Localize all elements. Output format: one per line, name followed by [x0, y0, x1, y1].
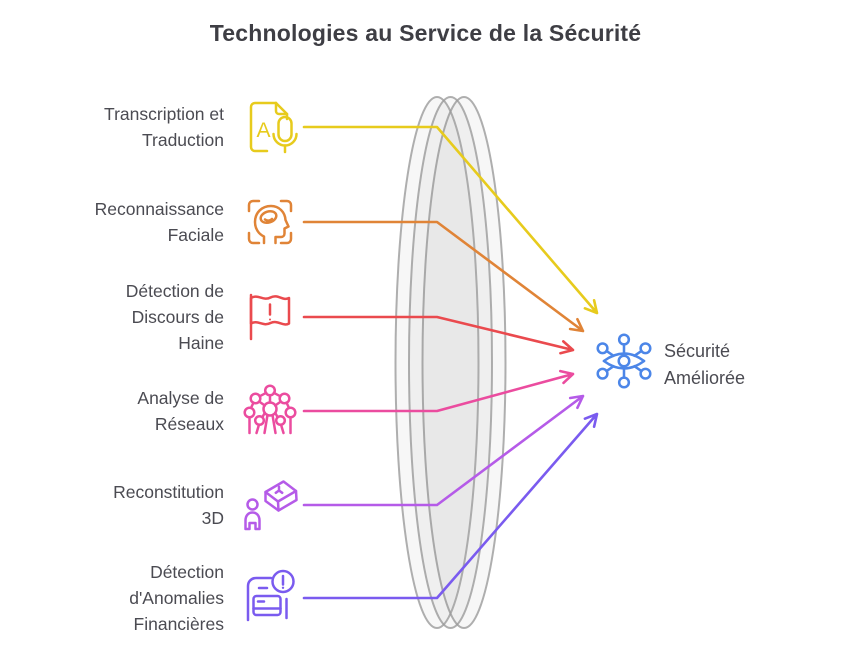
- item-label-line: Discours de: [131, 307, 224, 327]
- connector-arrow-hate-speech: [302, 315, 575, 355]
- transcription-translation-icon: A: [249, 101, 298, 154]
- item-label-line: Reconstitution: [113, 482, 224, 502]
- item-row-network-analysis: Analyse de Réseaux: [20, 361, 304, 461]
- item-row-3d-reconstruction: Reconstitution 3D: [20, 455, 304, 555]
- item-label-line: Faciale: [167, 225, 224, 245]
- svg-text:A: A: [257, 119, 271, 142]
- item-label-line: Réseaux: [154, 414, 224, 434]
- connector-arrow-facial: [302, 220, 585, 333]
- item-row-facial-recognition: Reconnaissance Faciale: [20, 172, 304, 272]
- item-label-line: Reconnaissance: [94, 199, 224, 219]
- item-label-line: Détection: [150, 562, 224, 582]
- connector-arrow-transcription: [302, 125, 599, 315]
- item-label-line: 3D: [201, 508, 224, 528]
- connector-arrow-financial: [302, 412, 599, 600]
- 3d-reconstruction-icon: [244, 480, 298, 531]
- result-label-line: Améliorée: [664, 368, 746, 388]
- connector-arrow-network: [302, 369, 575, 413]
- item-label-line: Détection de: [125, 281, 224, 301]
- diagram-title: Technologies au Service de la Sécurité: [209, 20, 642, 46]
- item-label-line: Haine: [178, 333, 224, 353]
- hate-speech-flag-icon: [249, 293, 291, 341]
- connector-arrow-3d: [302, 394, 585, 507]
- item-label-line: Analyse de: [137, 388, 224, 408]
- item-label-line: Traduction: [141, 130, 224, 150]
- result-label-line: Sécurité: [664, 341, 731, 361]
- surveillance-network-icon: [596, 333, 652, 389]
- item-label-line: Financières: [133, 614, 224, 634]
- network-analysis-icon: [243, 384, 297, 435]
- financial-anomaly-icon: [246, 569, 295, 622]
- result-label: Sécurité Améliorée: [664, 338, 745, 392]
- item-row-transcription: Transcription et Traduction A: [20, 77, 304, 177]
- lens-shape: [394, 96, 507, 629]
- item-label-line: Transcription et: [104, 104, 224, 124]
- item-label-line: d'Anomalies: [129, 588, 224, 608]
- facial-recognition-icon: [247, 199, 293, 245]
- item-row-hate-speech: Détection de Discours de Haine: [20, 267, 304, 367]
- item-row-financial-anomaly: Détection d'Anomalies Financières: [20, 548, 304, 648]
